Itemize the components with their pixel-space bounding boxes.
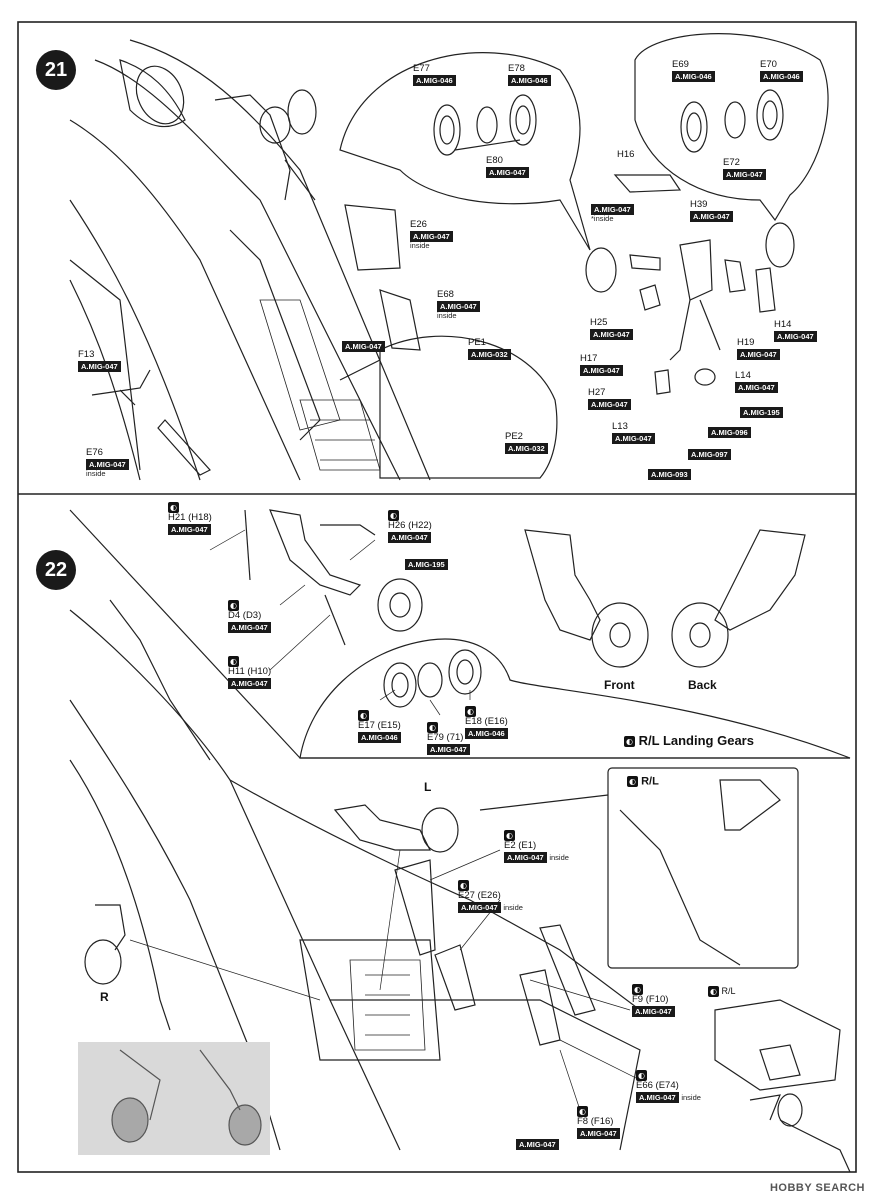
assembled-gear-back xyxy=(671,529,806,668)
label-L: L xyxy=(424,780,432,794)
wheel-bubble-left xyxy=(339,52,591,251)
gear-R-22 xyxy=(84,904,126,985)
callout-F8: ◐ F8 (F16)A.MIG-047 xyxy=(577,1106,620,1139)
door-E27 xyxy=(434,944,476,1011)
label-front: Front xyxy=(604,678,635,692)
callout-E18: ◐ E18 (E16)A.MIG-046 xyxy=(465,706,508,739)
wheel-detail-22 xyxy=(383,649,482,708)
gear-L-22 xyxy=(333,804,459,853)
fuselage-22 xyxy=(69,599,641,1151)
step-21-badge: 21 xyxy=(36,50,76,90)
callout-H26: ◐ H26 (H22)A.MIG-047 xyxy=(388,510,432,543)
flip-icon: ◐ xyxy=(168,502,179,513)
assembled-gear-front xyxy=(524,529,649,668)
rl-inset-frame xyxy=(607,767,799,969)
flip-icon: ◐ xyxy=(358,710,369,721)
door-E76 xyxy=(157,419,211,476)
wheels-E77-E80 xyxy=(433,94,537,156)
label-rl-inset: ◐ R/L xyxy=(627,775,659,788)
door-E68 xyxy=(379,289,421,351)
label-back: Back xyxy=(688,678,717,692)
wheels-E69-E72 xyxy=(680,89,784,153)
door-E26 xyxy=(344,204,401,271)
fuselage-22-bays xyxy=(349,959,426,1051)
part-F13 xyxy=(91,369,151,406)
flip-icon: ◐ xyxy=(624,736,635,748)
label-R: R xyxy=(100,990,109,1004)
callout-D4: ◐ D4 (D3)A.MIG-047 xyxy=(228,600,271,633)
callout-H11: ◐ H11 (H10)A.MIG-047 xyxy=(228,656,272,689)
pe-inset xyxy=(379,335,558,479)
watermark: HOBBY SEARCH xyxy=(769,1182,865,1194)
gear-parts-22 xyxy=(244,509,423,646)
main-gear-21 xyxy=(585,174,795,395)
flip-icon: ◐ xyxy=(636,1070,647,1081)
callout-097: A.MIG-097 xyxy=(688,448,731,460)
flip-icon: ◐ xyxy=(632,984,643,995)
callout-E27: ◐ E27 (E26)A.MIG-047 inside xyxy=(458,880,523,913)
callout-F9: ◐ F9 (F10)A.MIG-047 xyxy=(632,984,675,1017)
bay-detail-21 xyxy=(259,299,381,471)
f9-inset xyxy=(714,999,841,1091)
flip-icon: ◐ xyxy=(458,880,469,891)
flip-icon: ◐ xyxy=(388,510,399,521)
leader-lines xyxy=(129,529,641,1111)
flip-icon: ◐ xyxy=(427,722,438,733)
door-F8 xyxy=(539,924,596,1016)
callout-mid: A.MIG-047 xyxy=(342,340,385,352)
callout-inside: A.MIG-047*inside xyxy=(591,203,634,223)
callout-E2: ◐ E2 (E1)A.MIG-047 inside xyxy=(504,830,569,863)
page-frame xyxy=(17,21,857,1173)
flip-icon: ◐ xyxy=(504,830,515,841)
label-rl-landing-gears: ◐ R/L Landing Gears xyxy=(624,733,754,748)
callout-E79: ◐ E79 (71)A.MIG-047 xyxy=(427,722,470,755)
callout-096: A.MIG-096 xyxy=(708,426,751,438)
callout-bottom: A.MIG-047 xyxy=(516,1138,559,1150)
rl-inset-fuselage xyxy=(619,809,741,966)
callout-E66: ◐ E66 (E74)A.MIG-047 inside xyxy=(636,1070,701,1103)
flip-icon: ◐ xyxy=(577,1106,588,1117)
flip-icon: ◐ xyxy=(228,656,239,667)
label-rl-small: ◐ R/L xyxy=(708,985,736,997)
step-22-badge: 22 xyxy=(36,550,76,590)
callout-H16: H16 xyxy=(617,149,635,160)
flip-icon: ◐ xyxy=(708,986,719,997)
callout-H21: ◐ H21 (H18)A.MIG-047 xyxy=(168,502,212,535)
detail-bubble-22 xyxy=(299,638,851,759)
fuselage-21 xyxy=(69,39,431,481)
flip-icon: ◐ xyxy=(627,776,638,787)
callout-093: A.MIG-093 xyxy=(648,468,691,480)
wheel-bubble-right xyxy=(634,33,829,222)
callout-195: A.MIG-195 xyxy=(740,406,783,418)
flip-icon: ◐ xyxy=(228,600,239,611)
callout-E17: ◐ E17 (E15)A.MIG-046 xyxy=(358,710,401,743)
callout-195-22: A.MIG-195 xyxy=(405,558,448,570)
door-E2 xyxy=(394,859,436,956)
nose-gear-21 xyxy=(214,89,317,201)
flip-icon: ◐ xyxy=(465,706,476,717)
